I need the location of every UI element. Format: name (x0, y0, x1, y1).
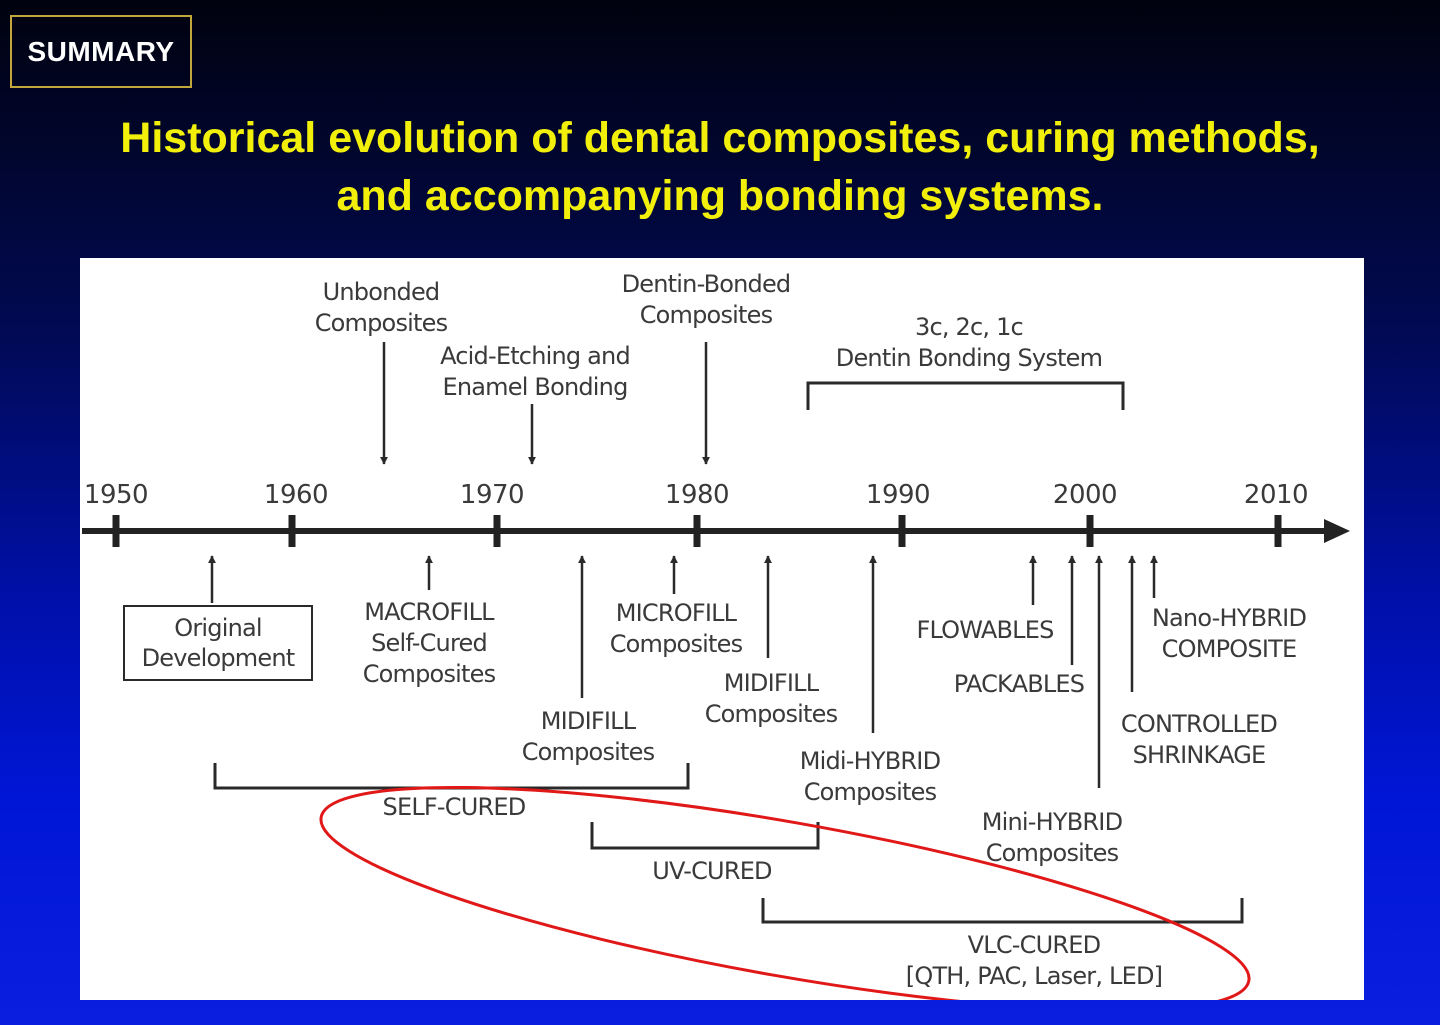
timeline-axis-arrowhead (1324, 519, 1350, 543)
event-dentin-bonded-composites: Dentin-Bonded Composites (621, 270, 792, 329)
year-label-1960: 1960 (263, 480, 329, 510)
event-packables: PACKABLES (953, 670, 1085, 698)
slide-title-line-1: Historical evolution of dental composite… (120, 114, 1320, 162)
bracket-uv-cured (590, 822, 820, 850)
period-self-cured: SELF-CURED (382, 793, 527, 821)
event-acid-etching: Acid-Etching and Enamel Bonding (440, 342, 631, 401)
event-unbonded-composites: Unbonded Composites (314, 278, 448, 337)
year-label-2000: 2000 (1052, 480, 1118, 510)
year-label-1970: 1970 (459, 480, 525, 510)
year-label-1980: 1980 (664, 480, 730, 510)
event-macrofill: MACROFILL Self-Cured Composites (362, 598, 496, 688)
event-original-development: Original Development (123, 605, 313, 681)
event-nano-hybrid: Nano-HYBRID COMPOSITE (1151, 604, 1307, 663)
bracket-dentin-bonding-system (806, 381, 1125, 410)
timeline-lines (82, 342, 1350, 1000)
event-midi-hybrid: Midi-HYBRID Composites (799, 747, 941, 806)
year-label-2010: 2010 (1243, 480, 1309, 510)
period-uv-cured: UV-CURED (652, 857, 772, 885)
event-midifill-late: MIDIFILL Composites (704, 669, 838, 728)
event-flowables: FLOWABLES (916, 616, 1054, 644)
event-midifill-early: MIDIFILL Composites (521, 707, 655, 766)
timeline-figure: 1950 1960 1970 1980 1990 2000 2010 Unbon… (80, 258, 1364, 1000)
event-controlled-shrinkage: CONTROLLED SHRINKAGE (1120, 710, 1278, 769)
summary-tag: SUMMARY (10, 15, 192, 88)
event-microfill: MICROFILL Composites (609, 599, 743, 658)
year-label-1950: 1950 (83, 480, 149, 510)
highlight-ellipse (319, 785, 1251, 1000)
event-dentin-bonding-system: 3c, 2c, 1c Dentin Bonding System (835, 313, 1103, 372)
slide-title-line-2: and accompanying bonding systems. (336, 172, 1104, 220)
event-mini-hybrid: Mini-HYBRID Composites (981, 808, 1123, 867)
period-vlc-cured: VLC-CURED [QTH, PAC, Laser, LED] (905, 931, 1163, 990)
year-label-1990: 1990 (865, 480, 931, 510)
bracket-vlc-cured (761, 898, 1244, 924)
